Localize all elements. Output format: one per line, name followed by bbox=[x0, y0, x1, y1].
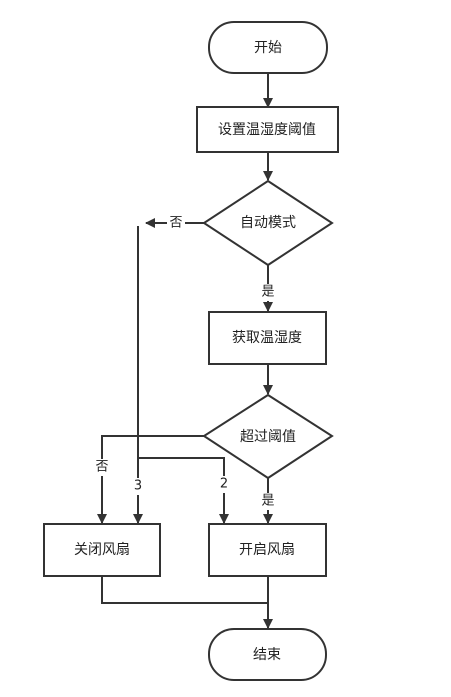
edge-manual-2 bbox=[138, 457, 229, 524]
auto-yes-label: 是 bbox=[261, 285, 274, 300]
manual-2-label-bg bbox=[217, 476, 231, 493]
get-temp-humidity-node bbox=[208, 311, 327, 365]
over-threshold-decision bbox=[202, 393, 334, 480]
auto-mode-label: 自动模式 bbox=[240, 215, 296, 231]
fan-on-label: 开启风扇 bbox=[239, 542, 295, 558]
end-label: 结束 bbox=[253, 647, 281, 663]
start-node bbox=[208, 21, 328, 74]
edge-fanoff-to-merge bbox=[101, 576, 268, 604]
over-yes-label-bg bbox=[259, 493, 277, 510]
set-threshold-label: 设置温湿度阈值 bbox=[218, 122, 316, 138]
manual-2-label: 2 bbox=[220, 477, 228, 492]
auto-no-label-bg bbox=[167, 215, 185, 232]
over-threshold-label: 超过阈值 bbox=[240, 429, 296, 445]
get-temp-humidity-label: 获取温湿度 bbox=[232, 330, 302, 346]
manual-3-label-bg bbox=[131, 478, 145, 495]
over-no-label: 否 bbox=[95, 460, 108, 475]
fan-off-node bbox=[43, 523, 161, 577]
fan-on-node bbox=[208, 523, 327, 577]
fan-off-label: 关闭风扇 bbox=[74, 542, 130, 558]
auto-no-label: 否 bbox=[169, 216, 182, 231]
auto-mode-decision bbox=[202, 179, 334, 267]
manual-3-label: 3 bbox=[134, 479, 142, 494]
edge-over-no bbox=[97, 435, 204, 524]
over-yes-label: 是 bbox=[261, 494, 274, 509]
set-threshold-node bbox=[196, 106, 339, 153]
start-label: 开始 bbox=[254, 40, 282, 56]
over-no-label-bg bbox=[93, 459, 111, 476]
end-node bbox=[208, 628, 327, 681]
auto-yes-label-bg bbox=[259, 284, 277, 301]
